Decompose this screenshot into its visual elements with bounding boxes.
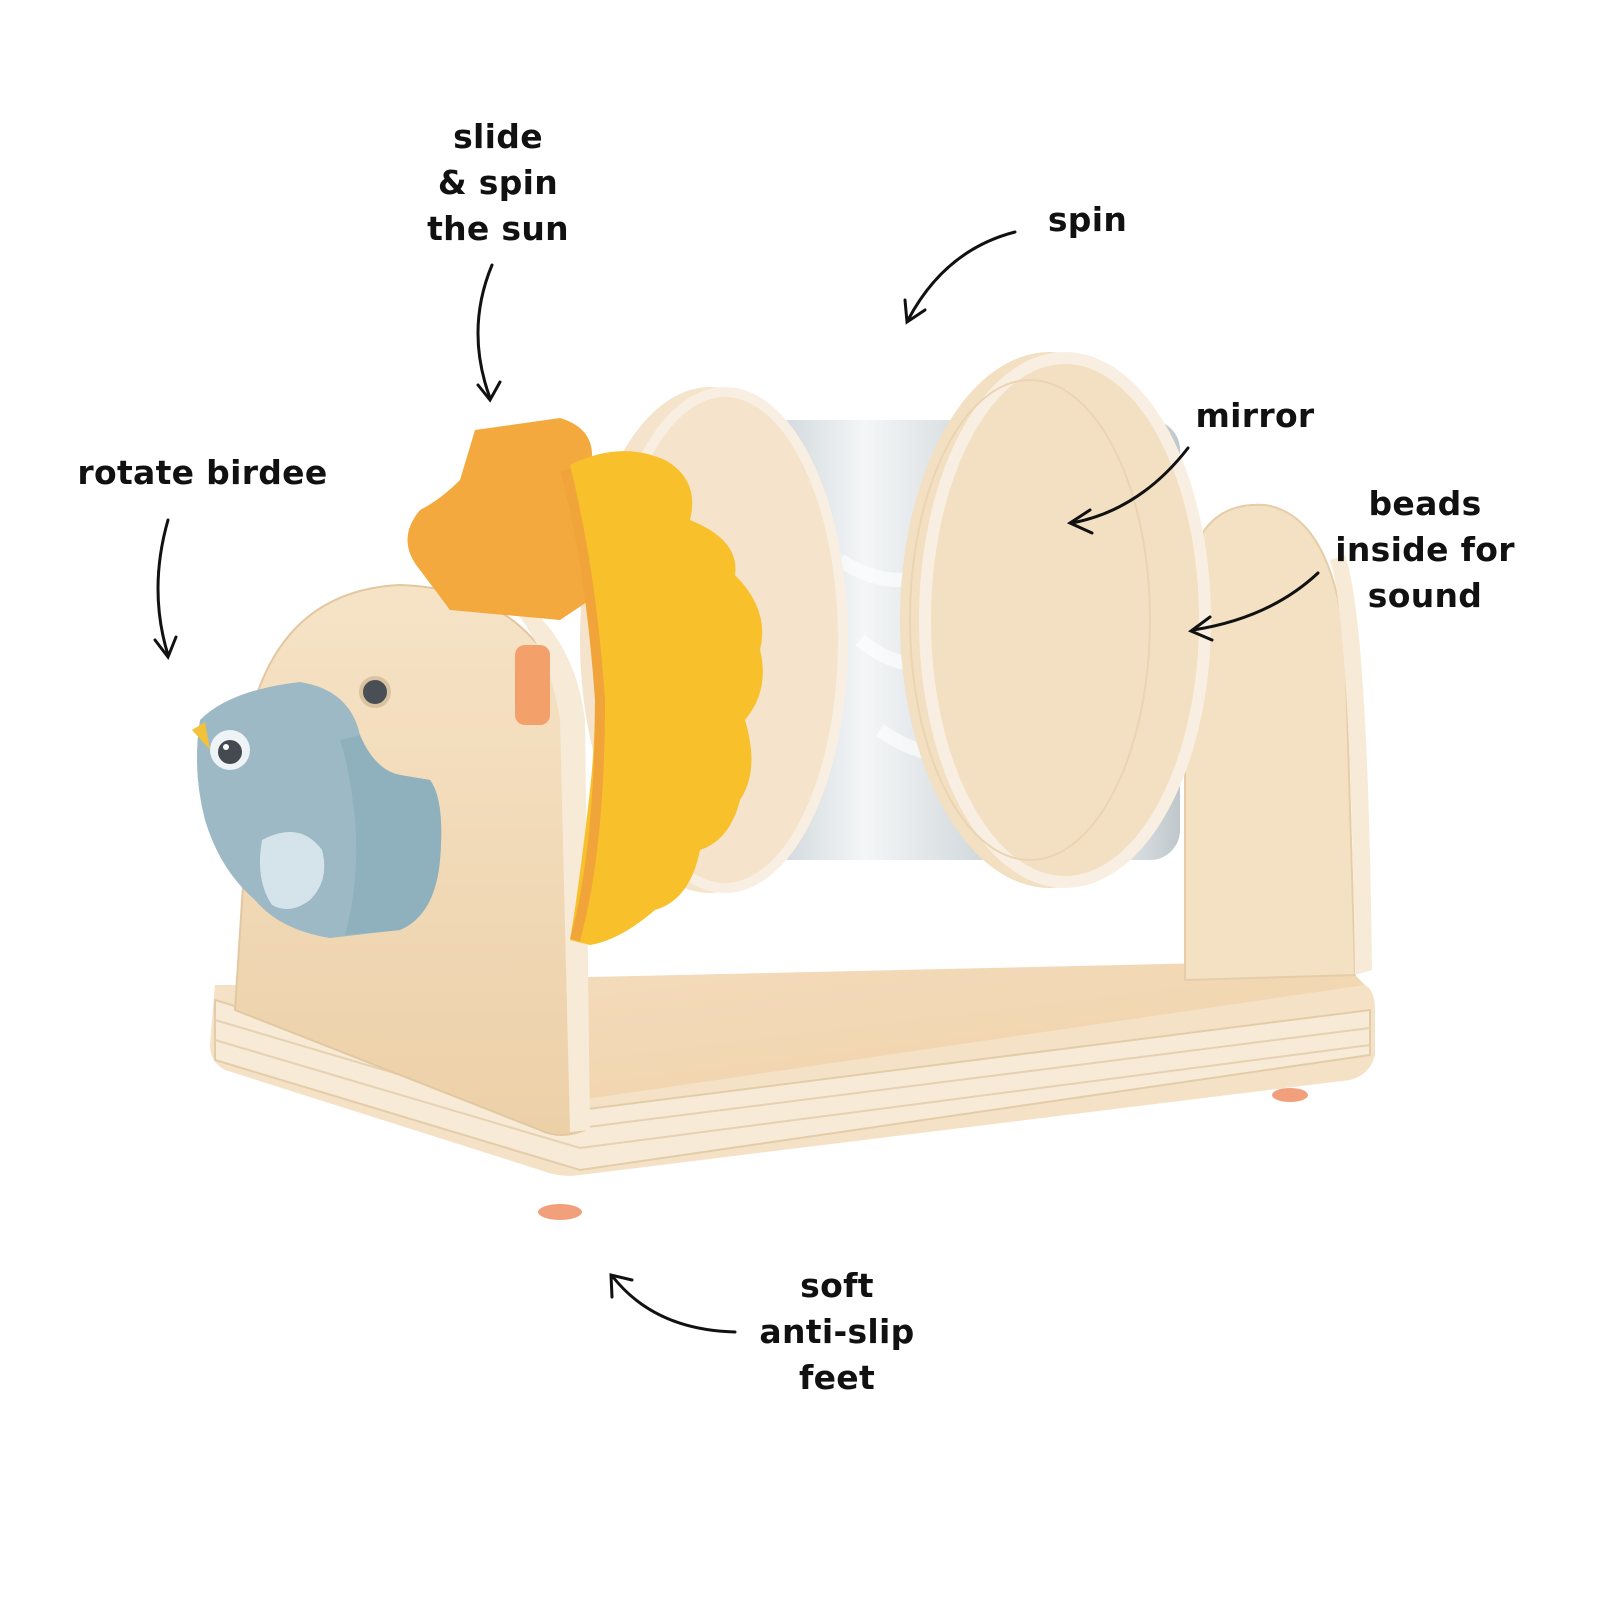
callout-line: & spin: [437, 163, 559, 202]
callout-spin: spin: [1030, 197, 1145, 243]
callout-line: feet: [798, 1358, 876, 1397]
callout-line: inside for: [1335, 530, 1515, 569]
arrow-sun: [476, 263, 494, 400]
callout-line: rotate birdee: [77, 453, 328, 492]
callout-mirror: mirror: [1185, 393, 1325, 439]
callout-line: anti-slip: [759, 1312, 915, 1351]
callout-line: soft: [800, 1266, 874, 1305]
foot-front: [538, 1204, 582, 1220]
callout-feet: soft anti-slip feet: [752, 1263, 922, 1401]
callout-line: the sun: [427, 209, 569, 248]
foot-right: [1272, 1088, 1308, 1102]
arrow-beads: [1191, 571, 1320, 632]
callout-slide-spin-sun: slide & spin the sun: [398, 114, 598, 252]
sun-gear: [407, 418, 763, 945]
callout-line: mirror: [1195, 396, 1315, 435]
callout-line: sound: [1367, 576, 1483, 615]
callout-line: beads: [1368, 484, 1482, 523]
callout-line: slide: [453, 117, 543, 156]
arrow-feet: [611, 1275, 737, 1334]
arrow-birdee: [156, 518, 170, 657]
bird-knob: [192, 682, 442, 938]
arrow-spin: [906, 230, 1017, 322]
screw: [359, 676, 391, 708]
callout-line: spin: [1047, 200, 1128, 239]
callout-rotate-birdee: rotate birdee: [60, 450, 345, 496]
callout-beads: beads inside for sound: [1325, 481, 1525, 619]
axle-peg: [515, 645, 550, 725]
callout-arrows: [153, 230, 1320, 1334]
arrow-mirror: [1070, 446, 1190, 525]
